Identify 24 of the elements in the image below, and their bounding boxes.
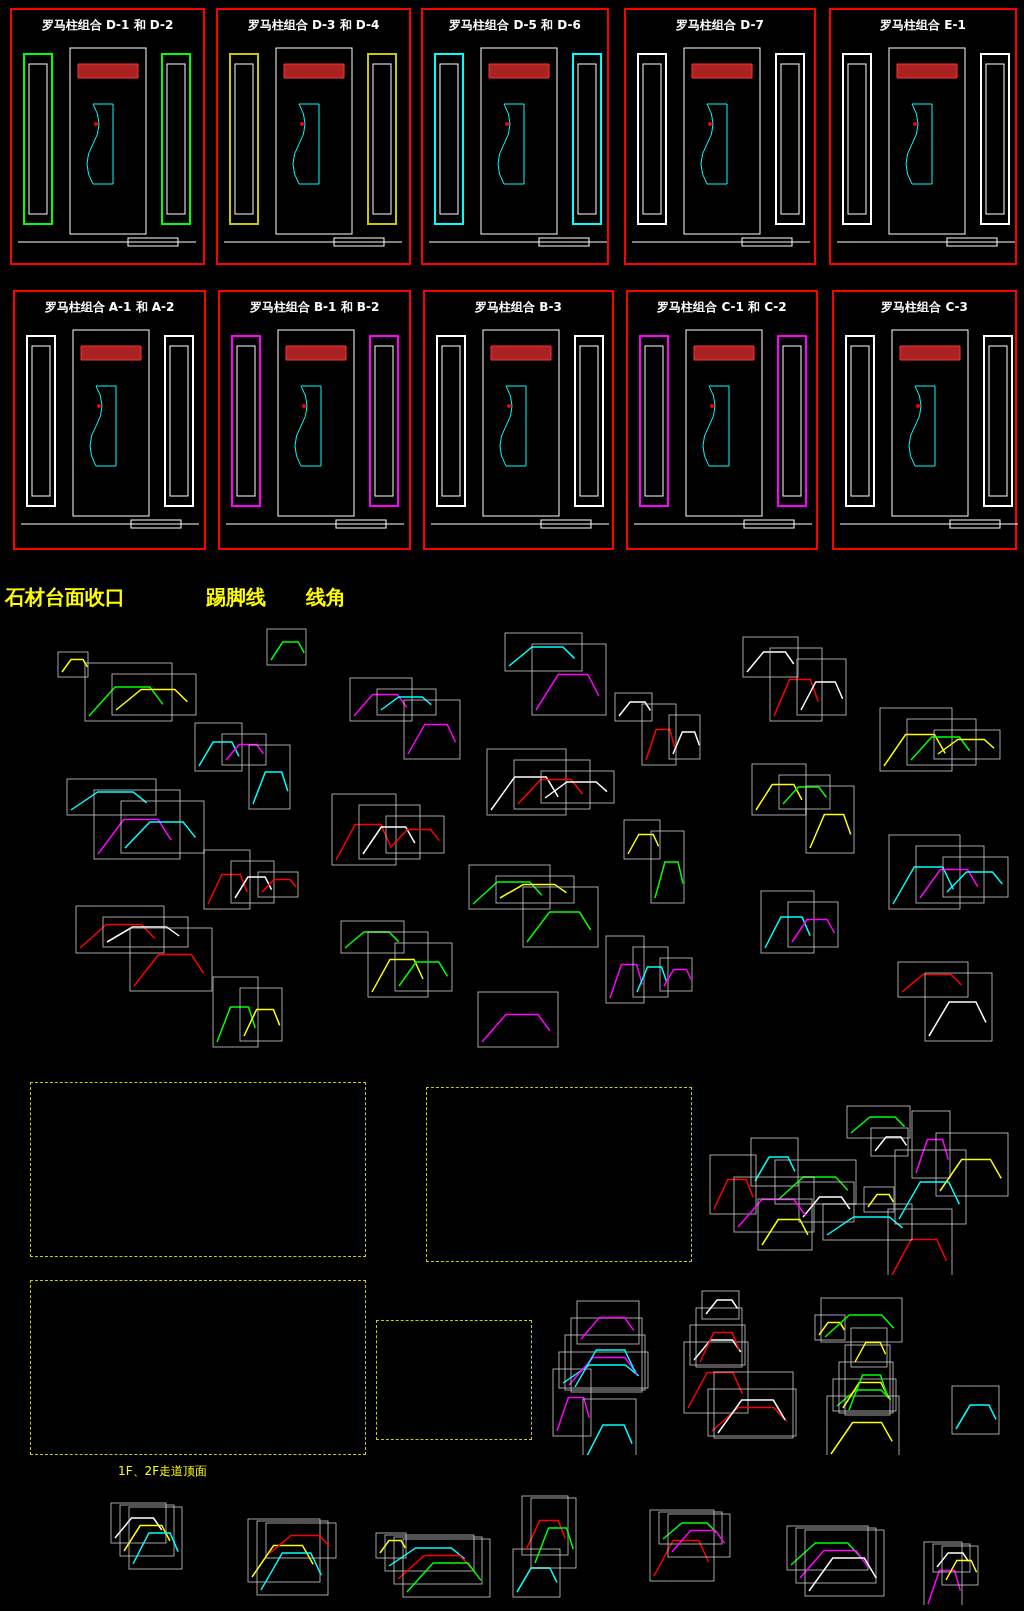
sheet-title: 罗马柱组合 D-5 和 D-6 [448,17,582,34]
sheet-title: 罗马柱组合 C-1 和 C-2 [656,299,788,316]
sheet-title: 罗马柱组合 D-3 和 D-4 [246,17,381,34]
sheet-title: 罗马柱组合 B-1 和 B-2 [248,299,381,316]
section-heading: 石材台面收口 [5,584,125,611]
sheet-title: 罗马柱组合 D-1 和 D-2 [40,17,175,34]
drawing-sheet [13,290,206,550]
sheet-title: 罗马柱组合 C-3 [880,299,969,316]
drawing-sheet [421,8,609,265]
drawing-caption: 1F、2F走道顶面 [118,1463,208,1480]
drawing-sheet [216,8,411,265]
section-heading: 线角 [306,584,346,611]
sheet-title: 罗马柱组合 A-1 和 A-2 [43,299,176,316]
section-heading: 踢脚线 [206,584,266,611]
drawing-sheet [10,8,205,265]
sheet-title: 罗马柱组合 B-3 [474,299,563,316]
drawing-sheet [829,8,1017,265]
drawing-sheet [423,290,614,550]
drawing-sheet [218,290,411,550]
sheet-title: 罗马柱组合 D-7 [675,17,765,34]
drawing-sheet [626,290,818,550]
drawing-sheet [624,8,816,265]
drawing-sheet [832,290,1017,550]
sheet-title: 罗马柱组合 E-1 [879,17,967,34]
